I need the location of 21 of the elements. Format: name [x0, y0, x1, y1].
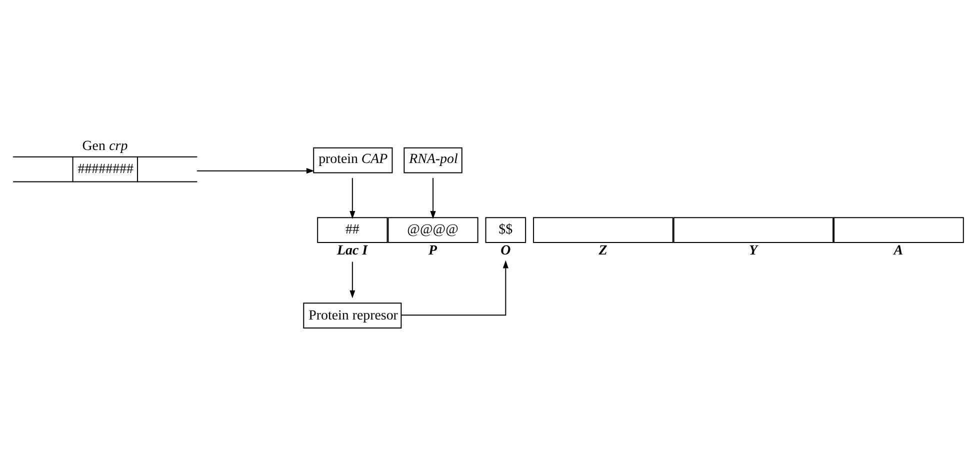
node-box [533, 217, 674, 243]
node-label: Y [748, 244, 758, 259]
arrow [430, 177, 436, 220]
node-box [673, 217, 834, 243]
arrow [400, 260, 508, 316]
node-box: $$ [485, 217, 526, 243]
arrow [350, 261, 356, 298]
node-label: Gen crp [82, 139, 128, 154]
node-box: RNA-pol [404, 147, 462, 174]
node-label: Lac I [336, 244, 368, 259]
node-box [834, 217, 964, 243]
arrow [350, 177, 356, 220]
node-box: Protein represor [303, 302, 402, 329]
node-box: protein CAP [313, 147, 393, 174]
arrow [196, 168, 314, 174]
node-label: O [500, 244, 511, 259]
node-box: @@@@ [388, 217, 478, 243]
node-box: ## [317, 217, 388, 243]
node-label: P [428, 244, 438, 259]
node-label: A [894, 244, 904, 259]
node-label: Z [598, 244, 608, 259]
